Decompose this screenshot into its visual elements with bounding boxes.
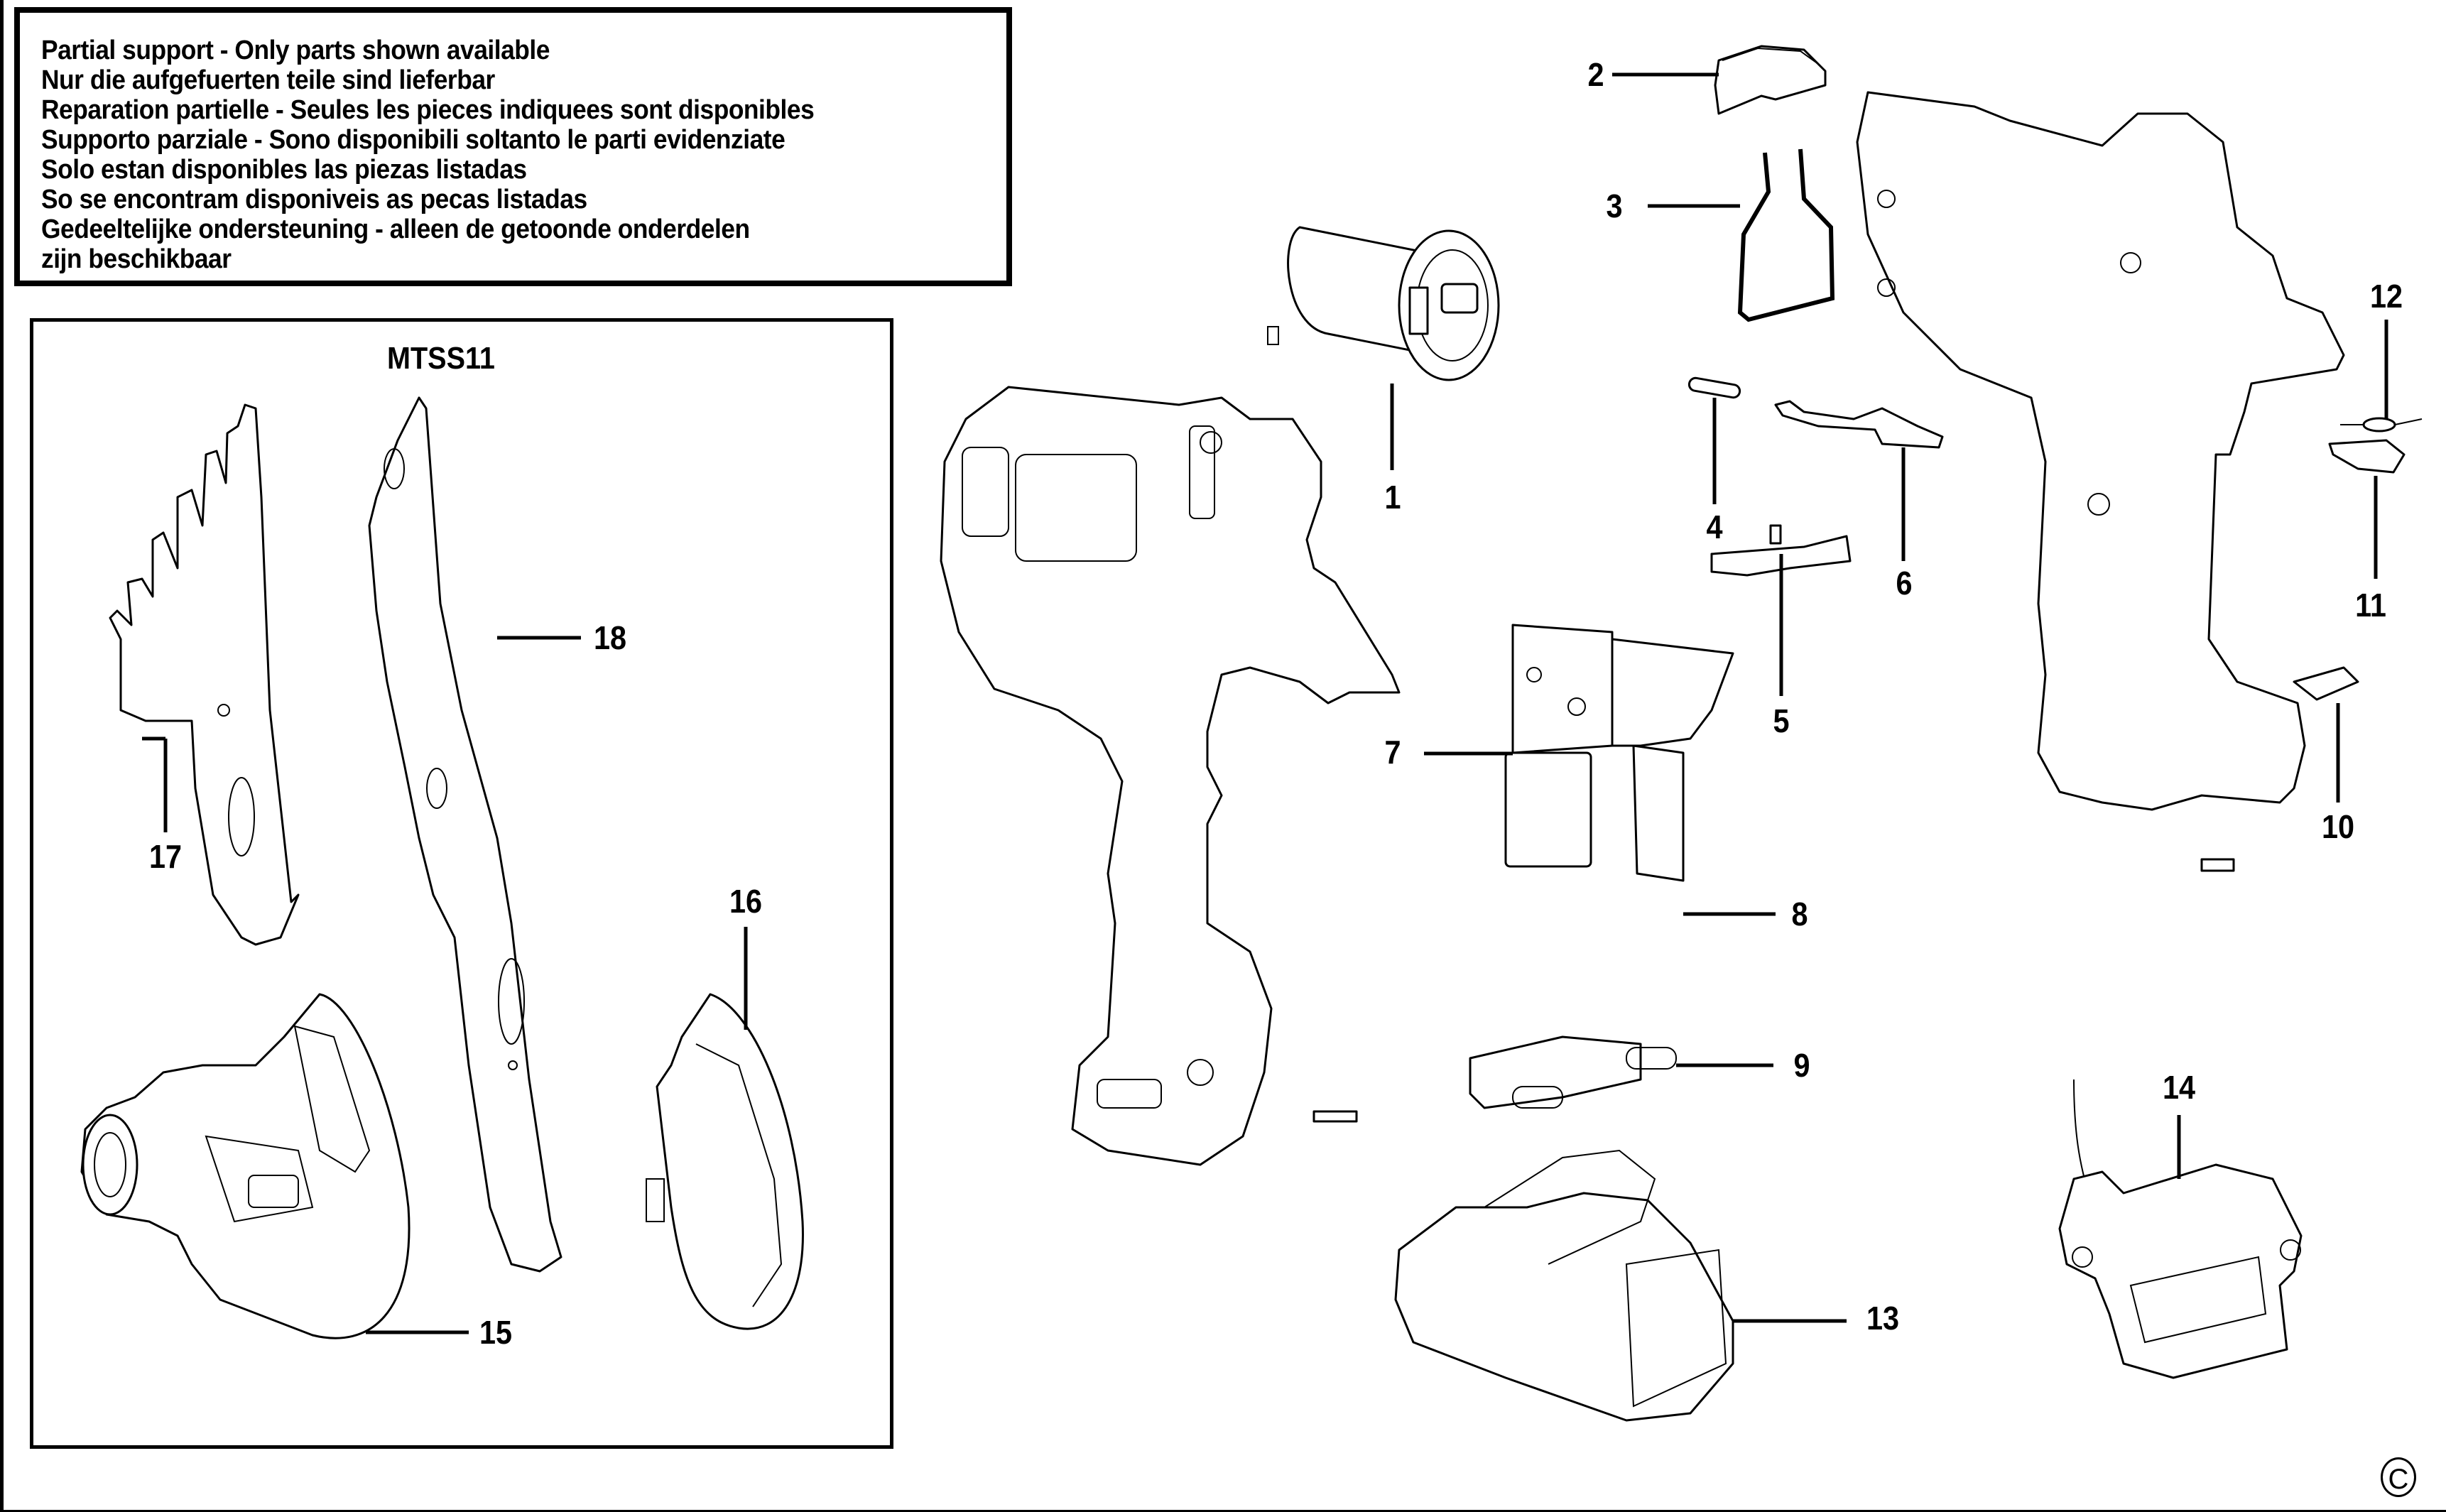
notice-line-pt: So se encontram disponiveis as pecas lis… bbox=[41, 185, 587, 214]
part-label-18[interactable]: 18 bbox=[593, 619, 627, 656]
frame-bottom-border bbox=[0, 1510, 2446, 1512]
part-6-lock-plate[interactable] bbox=[1774, 400, 1944, 449]
part-9-terminal-block[interactable] bbox=[1469, 751, 1677, 1109]
part-label-10[interactable]: 10 bbox=[2321, 808, 2355, 845]
part-label-3[interactable]: 3 bbox=[1606, 187, 1623, 224]
kit-title: MTSS11 bbox=[387, 341, 495, 376]
availability-notice-box: Partial support - Only parts shown avail… bbox=[14, 7, 1012, 286]
frame-left-border bbox=[0, 0, 4, 1512]
part-label-7[interactable]: 7 bbox=[1384, 734, 1401, 771]
part-label-6[interactable]: 6 bbox=[1896, 565, 1913, 602]
part-2-switch-button[interactable] bbox=[1714, 45, 1827, 115]
notice-line-nl: Gedeeltelijke ondersteuning - alleen de … bbox=[41, 214, 750, 244]
part-14-charger[interactable] bbox=[2058, 1079, 2303, 1379]
notice-line-en: Partial support - Only parts shown avail… bbox=[41, 36, 550, 65]
notice-line-es: Solo estan disponibles las piezas listad… bbox=[41, 155, 527, 185]
part-label-9[interactable]: 9 bbox=[1793, 1047, 1810, 1084]
part-label-8[interactable]: 8 bbox=[1791, 896, 1808, 932]
part-label-16[interactable]: 16 bbox=[729, 883, 763, 920]
part-1-motor[interactable] bbox=[1267, 226, 1500, 381]
copyright-symbol: C bbox=[2381, 1457, 2416, 1497]
notice-line-fr: Reparation partielle - Seules les pieces… bbox=[41, 95, 815, 125]
part-label-12[interactable]: 12 bbox=[2369, 278, 2403, 315]
part-label-17[interactable]: 17 bbox=[148, 838, 183, 875]
drill-housing-right-half bbox=[1856, 91, 2345, 872]
part-10-clip[interactable] bbox=[2293, 666, 2359, 701]
notice-line-it: Supporto parziale - Sono disponibili sol… bbox=[41, 125, 786, 155]
part-label-4[interactable]: 4 bbox=[1706, 508, 1723, 545]
part-label-13[interactable]: 13 bbox=[1866, 1300, 1900, 1337]
part-3-wire-spring[interactable] bbox=[1737, 148, 1835, 322]
notice-line-nl-cont: zijn beschikbaar bbox=[41, 244, 232, 274]
drill-housing-left-half bbox=[940, 386, 1401, 1166]
part-label-11[interactable]: 11 bbox=[2355, 587, 2386, 624]
part-8-insulator-pad[interactable] bbox=[1632, 744, 1685, 882]
kit-box-mtss11 bbox=[30, 318, 893, 1449]
part-5-slider[interactable] bbox=[1710, 524, 1852, 577]
part-label-15[interactable]: 15 bbox=[479, 1314, 513, 1351]
part-11-latch[interactable] bbox=[2328, 439, 2406, 474]
part-12-torsion-spring[interactable] bbox=[2340, 417, 2423, 433]
part-label-1[interactable]: 1 bbox=[1384, 479, 1401, 516]
part-13-battery-pack[interactable] bbox=[1394, 1149, 1734, 1422]
part-7-trigger-switch[interactable] bbox=[1511, 624, 1734, 754]
part-4-compression-spring[interactable] bbox=[1687, 376, 1741, 399]
part-label-2[interactable]: 2 bbox=[1587, 56, 1604, 93]
part-label-14[interactable]: 14 bbox=[2162, 1069, 2196, 1106]
notice-line-de: Nur die aufgefuerten teile sind lieferba… bbox=[41, 65, 495, 95]
part-label-5[interactable]: 5 bbox=[1773, 702, 1790, 739]
